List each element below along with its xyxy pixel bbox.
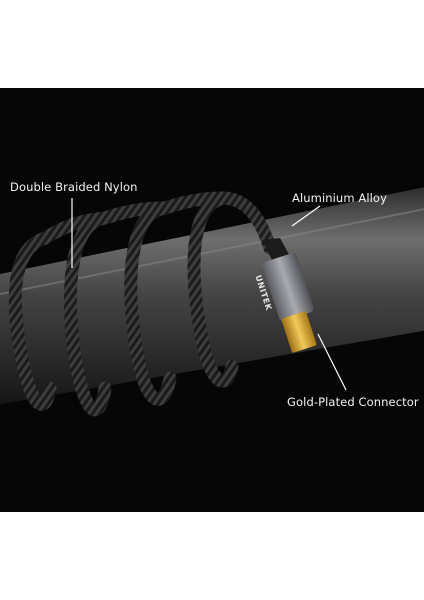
- cable-illustration: [0, 187, 424, 417]
- label-aluminium-alloy: Aluminium Alloy: [292, 191, 387, 205]
- connector: [262, 238, 317, 353]
- label-double-braided-nylon: Double Braided Nylon: [10, 180, 138, 194]
- callout-lines: [71, 198, 347, 391]
- product-photo: UNITEK Double Braided Nylon Aluminium Al…: [0, 88, 424, 512]
- label-gold-plated-connector: Gold-Plated Connector: [287, 395, 419, 409]
